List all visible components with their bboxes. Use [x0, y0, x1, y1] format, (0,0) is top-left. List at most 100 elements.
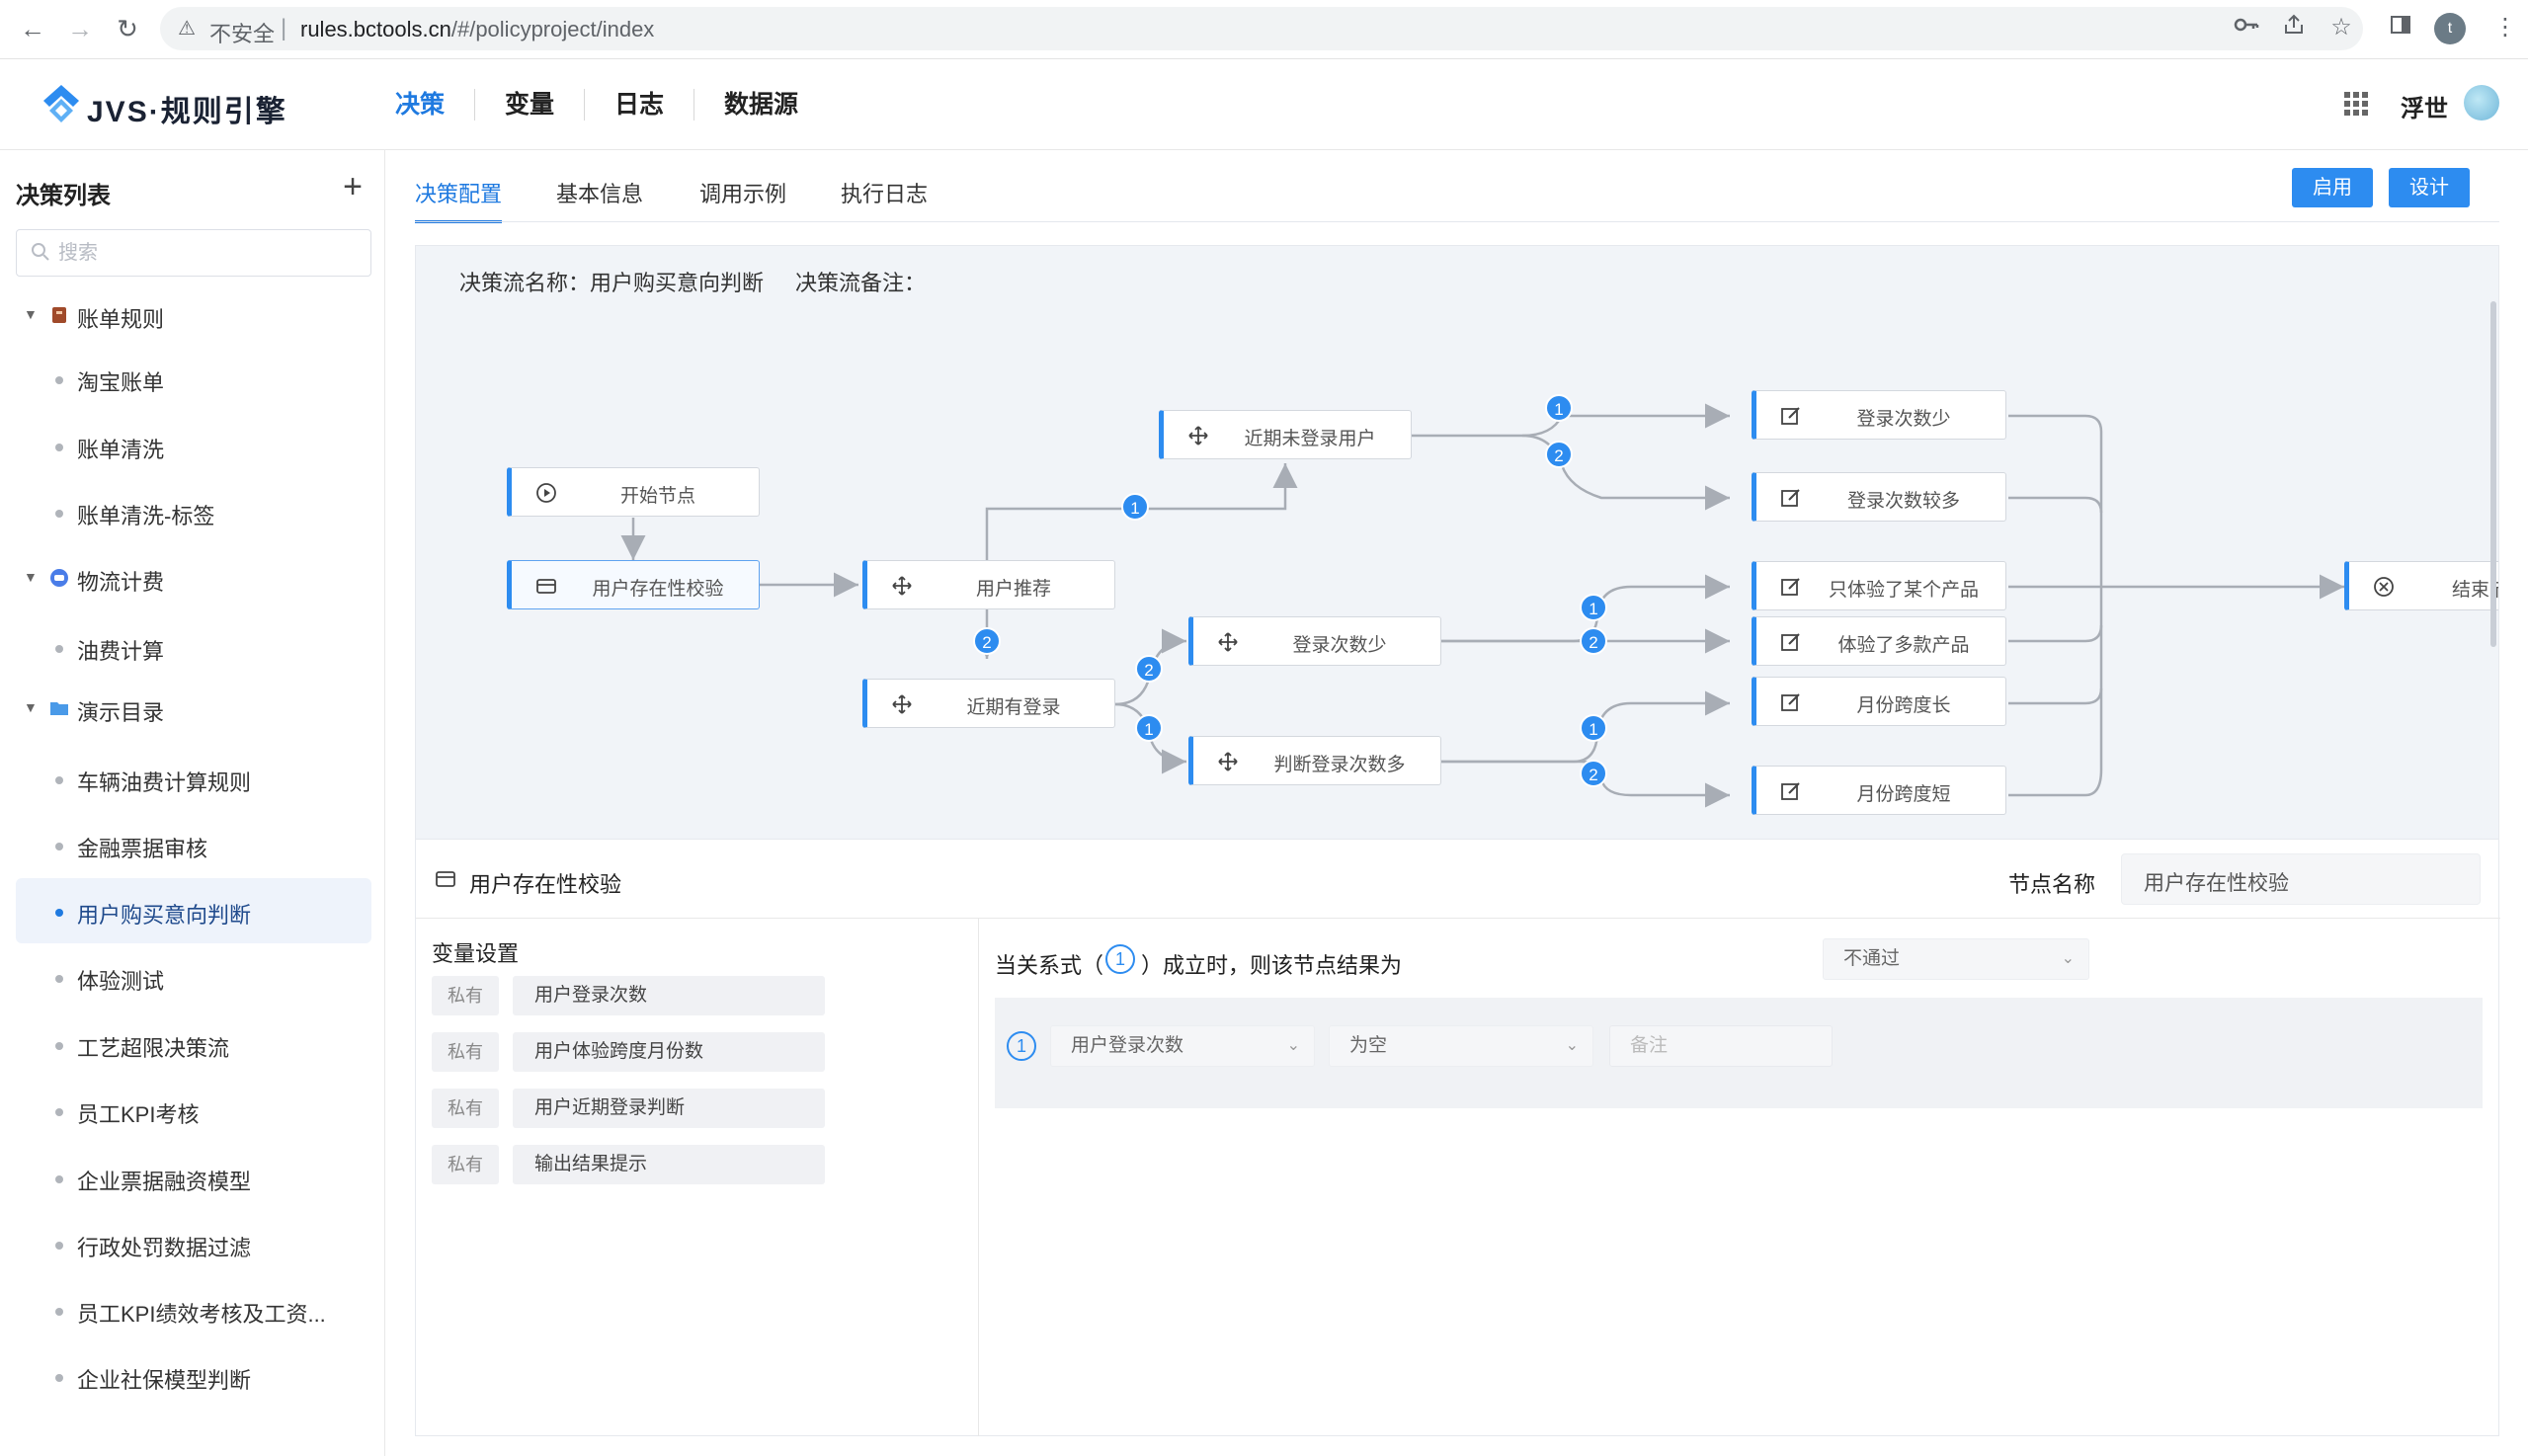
share-icon[interactable] — [2278, 13, 2310, 43]
flow-node-judge-login-many[interactable]: 判断登录次数多 — [1188, 736, 1441, 785]
tab-decision-config[interactable]: 决策配置 — [415, 178, 503, 223]
tree-item[interactable]: 账单清洗 — [16, 413, 371, 478]
variable-scope: 私有 — [432, 976, 499, 1015]
flow-node-login-many[interactable]: 登录次数较多 — [1752, 472, 2006, 522]
avatar[interactable] — [2464, 85, 2499, 121]
branch-badge[interactable]: 2 — [1580, 627, 1607, 655]
nav-logs[interactable]: 日志 — [614, 91, 665, 119]
tab-basic-info[interactable]: 基本信息 — [556, 182, 644, 206]
tree-item[interactable]: 账单清洗-标签 — [16, 479, 371, 544]
caret-down-icon[interactable]: ▼ — [24, 306, 38, 322]
back-icon[interactable]: ← — [20, 14, 45, 43]
tab-call-example[interactable]: 调用示例 — [699, 182, 787, 206]
tree-item[interactable]: 企业社保模型判断 — [16, 1343, 371, 1409]
search-input[interactable] — [58, 238, 355, 268]
bullet-dot — [55, 843, 63, 850]
caret-down-icon[interactable]: ▼ — [24, 569, 38, 585]
username[interactable]: 浮世 — [2401, 96, 2448, 122]
tree-group-logistics[interactable]: ▼ 物流计费 — [24, 559, 360, 599]
branch-badge[interactable]: 2 — [973, 627, 1001, 655]
add-decision-button[interactable]: + — [343, 168, 363, 205]
branch-badge[interactable]: 1 — [1580, 594, 1607, 621]
bullet-dot — [55, 1175, 63, 1183]
tree-group-demo[interactable]: ▼ 演示目录 — [24, 689, 360, 729]
branch-badge[interactable]: 1 — [1545, 394, 1573, 422]
bullet-dot — [55, 645, 63, 653]
play-icon — [536, 483, 556, 503]
tree-item[interactable]: 员工KPI绩效考核及工资... — [16, 1277, 371, 1342]
caret-down-icon[interactable]: ▼ — [24, 699, 38, 715]
flow-name: 决策流名称：用户购买意向判断 — [459, 271, 765, 295]
key-icon[interactable] — [2231, 13, 2262, 43]
reload-icon[interactable]: ↻ — [117, 14, 138, 43]
canvas-scrollbar[interactable] — [2490, 301, 2496, 647]
rule-suffix: ）成立时，则该节点结果为 — [1141, 953, 1403, 978]
flow-node-one-product[interactable]: 只体验了某个产品 — [1752, 561, 2006, 610]
condition-note-input[interactable]: 备注 — [1609, 1025, 1833, 1067]
tree-item[interactable]: 员工KPI考核 — [16, 1078, 371, 1143]
folder-icon — [50, 702, 68, 715]
tree-item[interactable]: 工艺超限决策流 — [16, 1011, 371, 1077]
branch-badge[interactable]: 2 — [1580, 760, 1607, 787]
search-box[interactable] — [16, 229, 371, 277]
url-text[interactable]: rules.bctools.cn/#/policyproject/index — [300, 17, 654, 42]
profile-avatar[interactable]: t — [2434, 13, 2466, 44]
side-panel-icon[interactable] — [2385, 13, 2416, 43]
tree-group-label: 账单规则 — [77, 307, 165, 332]
branch-badge[interactable]: 1 — [1580, 714, 1607, 742]
tree-item[interactable]: 体验测试 — [16, 944, 371, 1010]
menu-dots-icon[interactable]: ⋮ — [2493, 14, 2517, 40]
address-bar[interactable]: ⚠ 不安全 | rules.bctools.cn/#/policyproject… — [160, 7, 2363, 50]
nav-decision[interactable]: 决策 — [395, 91, 446, 119]
variable-name: 用户近期登录判断 — [513, 1089, 825, 1128]
branch-badge[interactable]: 2 — [1135, 655, 1163, 683]
flow-node-login-few[interactable]: 登录次数少 — [1752, 390, 2006, 440]
node-name-input[interactable]: 用户存在性校验 — [2121, 853, 2481, 905]
flow-node-span-long[interactable]: 月份跨度长 — [1752, 677, 2006, 726]
tab-execution-log[interactable]: 执行日志 — [841, 182, 929, 206]
bullet-dot — [55, 1108, 63, 1116]
tree-item-active[interactable]: 用户购买意向判断 — [16, 878, 371, 943]
flow-node-many-products[interactable]: 体验了多款产品 — [1752, 616, 2006, 666]
chat-icon — [50, 569, 68, 587]
nav-datasource[interactable]: 数据源 — [724, 91, 799, 119]
node-label: 登录次数少 — [1292, 635, 1387, 656]
tree-item[interactable]: 企业票据融资模型 — [16, 1145, 371, 1210]
tree-item[interactable]: 车辆油费计算规则 — [16, 746, 371, 811]
condition-variable-select[interactable]: 用户登录次数 ⌄ — [1050, 1025, 1315, 1067]
flow-node-user-check[interactable]: 用户存在性校验 — [507, 560, 760, 609]
branch-badge[interactable]: 1 — [1135, 714, 1163, 742]
tree-item[interactable]: 淘宝账单 — [16, 346, 371, 411]
flow-node-span-short[interactable]: 月份跨度短 — [1752, 766, 2006, 815]
url-host: rules.bctools.cn — [300, 17, 451, 41]
result-select[interactable]: 不通过 ⌄ — [1823, 938, 2089, 980]
tree-group-bill-rules[interactable]: ▼ 账单规则 — [24, 296, 360, 336]
tree-item[interactable]: 金融票据审核 — [16, 812, 371, 877]
branch-badge[interactable]: 1 — [1121, 493, 1149, 521]
nav-variables[interactable]: 变量 — [505, 91, 555, 119]
app-grid-icon[interactable] — [2343, 91, 2369, 117]
move-icon — [1218, 752, 1238, 771]
tree-item-label: 体验测试 — [77, 969, 165, 994]
rule-number-badge[interactable]: 1 — [1105, 944, 1135, 974]
bullet-dot — [55, 1374, 63, 1382]
tree-item[interactable]: 油费计算 — [16, 614, 371, 680]
forward-icon[interactable]: → — [67, 14, 93, 43]
design-button[interactable]: 设计 — [2389, 168, 2470, 207]
flow-node-start[interactable]: 开始节点 — [507, 467, 760, 517]
flow-node-recent-login[interactable]: 近期有登录 — [862, 679, 1115, 728]
flow-node-recent-no-login[interactable]: 近期未登录用户 — [1159, 410, 1412, 459]
bookmark-star-icon[interactable]: ☆ — [2330, 14, 2352, 40]
condition-operator-select[interactable]: 为空 ⌄ — [1329, 1025, 1593, 1067]
move-icon — [892, 576, 912, 596]
tree-item[interactable]: 行政处罚数据过滤 — [16, 1211, 371, 1276]
flow-node-end[interactable]: 结束节点 — [2344, 561, 2498, 610]
flow-node-login-few-mid[interactable]: 登录次数少 — [1188, 616, 1441, 666]
flow-canvas[interactable]: 决策流名称：用户购买意向判断 决策流备注： — [415, 245, 2499, 840]
enable-button[interactable]: 启用 — [2292, 168, 2373, 207]
tree-item-label: 账单清洗-标签 — [77, 504, 215, 528]
node-label: 只体验了某个产品 — [1828, 580, 1979, 601]
branch-badge[interactable]: 2 — [1545, 441, 1573, 468]
rule-prefix: 当关系式（ — [995, 953, 1104, 978]
flow-node-recommend[interactable]: 用户推荐 — [862, 560, 1115, 609]
